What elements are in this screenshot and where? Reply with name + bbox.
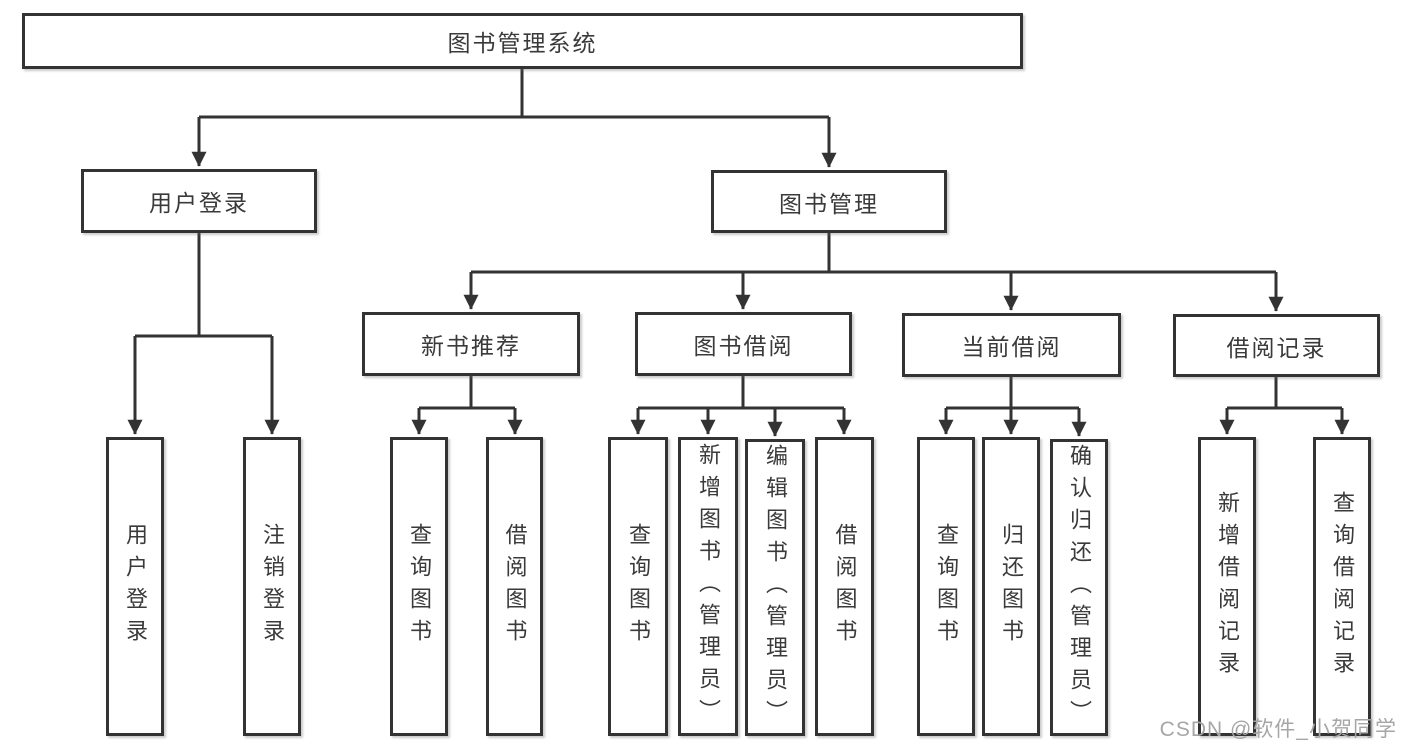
csdn-watermark: CSDN @软件_小贺同学 [1159, 718, 1397, 741]
leaf-add-books-admin: 新增图书（管理员） [678, 437, 738, 736]
leaf-confirm-return-admin: 确认归还（管理员） [1050, 439, 1108, 736]
leaf-recommend-borrow-books: 借阅图书 [486, 437, 543, 736]
leaf-recommend-query-books: 查询图书 [390, 437, 448, 736]
leaf-borrowing-query-books: 查询图书 [608, 437, 668, 736]
node-root-library-system: 图书管理系统 [22, 13, 1023, 69]
leaf-query-borrow-record: 查询借阅记录 [1313, 437, 1371, 736]
leaf-edit-books-admin: 编辑图书（管理员） [745, 439, 805, 736]
leaf-logout: 注销登录 [243, 437, 301, 736]
node-book-management: 图书管理 [711, 170, 947, 233]
node-book-borrowing: 图书借阅 [635, 312, 852, 376]
leaf-return-books: 归还图书 [982, 437, 1040, 736]
node-current-borrowing: 当前借阅 [902, 313, 1121, 377]
node-user-login: 用户登录 [81, 169, 317, 233]
leaf-add-borrow-record: 新增借阅记录 [1198, 437, 1256, 736]
leaf-user-login: 用户登录 [106, 437, 164, 736]
node-borrowing-records: 借阅记录 [1173, 314, 1380, 377]
node-new-book-recommend: 新书推荐 [362, 312, 580, 376]
leaf-borrow-books: 借阅图书 [815, 437, 874, 736]
leaf-current-query-books: 查询图书 [917, 437, 975, 736]
